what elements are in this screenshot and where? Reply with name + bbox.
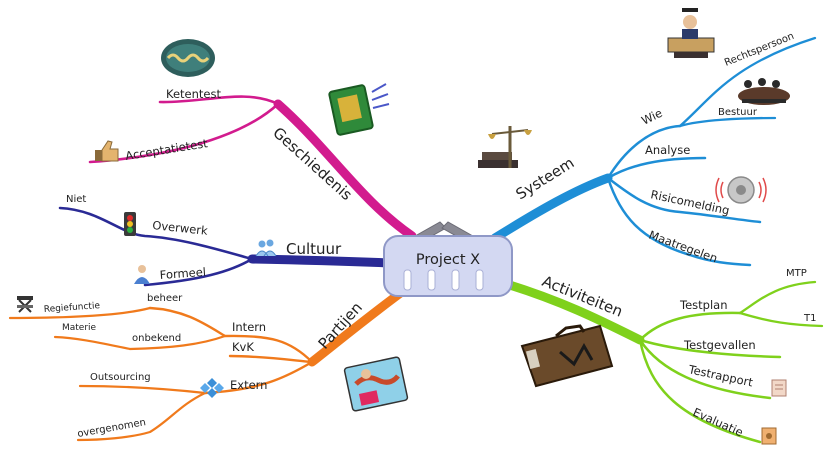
evaluation-icon xyxy=(761,427,777,445)
node-extern[interactable]: Extern xyxy=(230,378,267,392)
branch-label-cultuur[interactable]: Cultuur xyxy=(286,240,342,258)
link-extern xyxy=(203,360,314,395)
node-materie[interactable]: Materie xyxy=(62,323,97,333)
node-overwerk[interactable]: Overwerk xyxy=(152,218,209,238)
link-formeel xyxy=(143,257,254,287)
diamond-cluster-icon xyxy=(200,378,224,398)
branch-line-cultuur xyxy=(247,254,397,268)
node-outsourcing[interactable]: Outsourcing xyxy=(90,372,151,383)
link-evaluatie xyxy=(638,338,762,444)
node-bestuur[interactable]: Bestuur xyxy=(718,107,758,118)
link-rechtspersoon xyxy=(678,36,817,128)
chain-icon xyxy=(161,39,215,77)
node-intern[interactable]: Intern xyxy=(232,320,266,334)
book-icon xyxy=(328,83,390,136)
link-maatregelen xyxy=(606,176,752,267)
link-risicomelding xyxy=(606,176,762,224)
link-bestuur xyxy=(678,116,777,128)
traffic-light-icon xyxy=(124,212,136,236)
node-maatregelen[interactable]: Maatregelen xyxy=(647,228,719,266)
node-regiefunctie[interactable]: Regiefunctie xyxy=(44,301,101,315)
node-beheer[interactable]: beheer xyxy=(147,293,183,304)
person-icon xyxy=(134,265,150,284)
branch-line-geschiedenis xyxy=(273,99,417,241)
report-icon xyxy=(771,379,787,397)
node-testrapport[interactable]: Testrapport xyxy=(686,362,754,390)
node-testplan[interactable]: Testplan xyxy=(679,298,727,312)
branch-systeem: Systeem Wie Rechtspersoon Bestuur Analys… xyxy=(490,31,817,267)
link-testrapport xyxy=(638,338,772,400)
node-formeel[interactable]: Formeel xyxy=(159,265,206,282)
node-acceptatietest[interactable]: Acceptatietest xyxy=(124,136,209,163)
link-mtp xyxy=(738,280,817,315)
thumbs-up-icon xyxy=(95,140,119,162)
link-testplan xyxy=(638,311,742,342)
node-t1[interactable]: T1 xyxy=(803,313,816,324)
center-title: Project X xyxy=(416,252,480,268)
node-ketentest[interactable]: Ketentest xyxy=(166,87,221,101)
node-kvk[interactable]: KvK xyxy=(232,340,254,354)
link-wie xyxy=(606,124,682,180)
node-analyse[interactable]: Analyse xyxy=(645,143,690,157)
link-onbekend xyxy=(53,334,227,351)
basket-icon xyxy=(383,221,513,297)
people-icon xyxy=(255,239,277,257)
alarm-icon xyxy=(715,176,767,204)
node-evaluatie[interactable]: Evaluatie xyxy=(691,405,746,440)
link-t1 xyxy=(738,311,824,328)
handshake-icon xyxy=(343,356,409,412)
link-acceptatietest xyxy=(88,102,280,164)
center-node[interactable]: Project X xyxy=(383,221,513,297)
node-wie[interactable]: Wie xyxy=(639,106,664,128)
branch-cultuur: Cultuur Overwerk Niet Formeel xyxy=(58,194,397,287)
node-testgevallen[interactable]: Testgevallen xyxy=(683,338,756,352)
scales-icon xyxy=(478,126,532,168)
link-kvk xyxy=(228,354,314,364)
link-outsourcing xyxy=(78,384,207,395)
link-analyse xyxy=(606,156,707,180)
director-chair-icon xyxy=(17,296,33,313)
branch-partijen: Partijen Intern beheer Regiefunctie onbe… xyxy=(8,281,415,442)
link-overwerk xyxy=(58,206,254,261)
briefcase-icon xyxy=(520,324,614,388)
link-testgevallen xyxy=(638,338,782,359)
node-overgenomen[interactable]: overgenomen xyxy=(77,417,147,440)
graduate-icon xyxy=(667,8,715,58)
branch-line-systeem xyxy=(490,173,613,243)
node-niet[interactable]: Niet xyxy=(66,194,86,205)
node-mtp[interactable]: MTP xyxy=(786,268,807,279)
meeting-icon xyxy=(738,78,790,105)
branch-line-activiteiten xyxy=(495,277,645,345)
link-ketentest xyxy=(158,95,280,106)
link-overgenomen xyxy=(76,391,207,442)
link-regiefunctie xyxy=(8,306,152,320)
node-onbekend[interactable]: onbekend xyxy=(132,333,181,344)
